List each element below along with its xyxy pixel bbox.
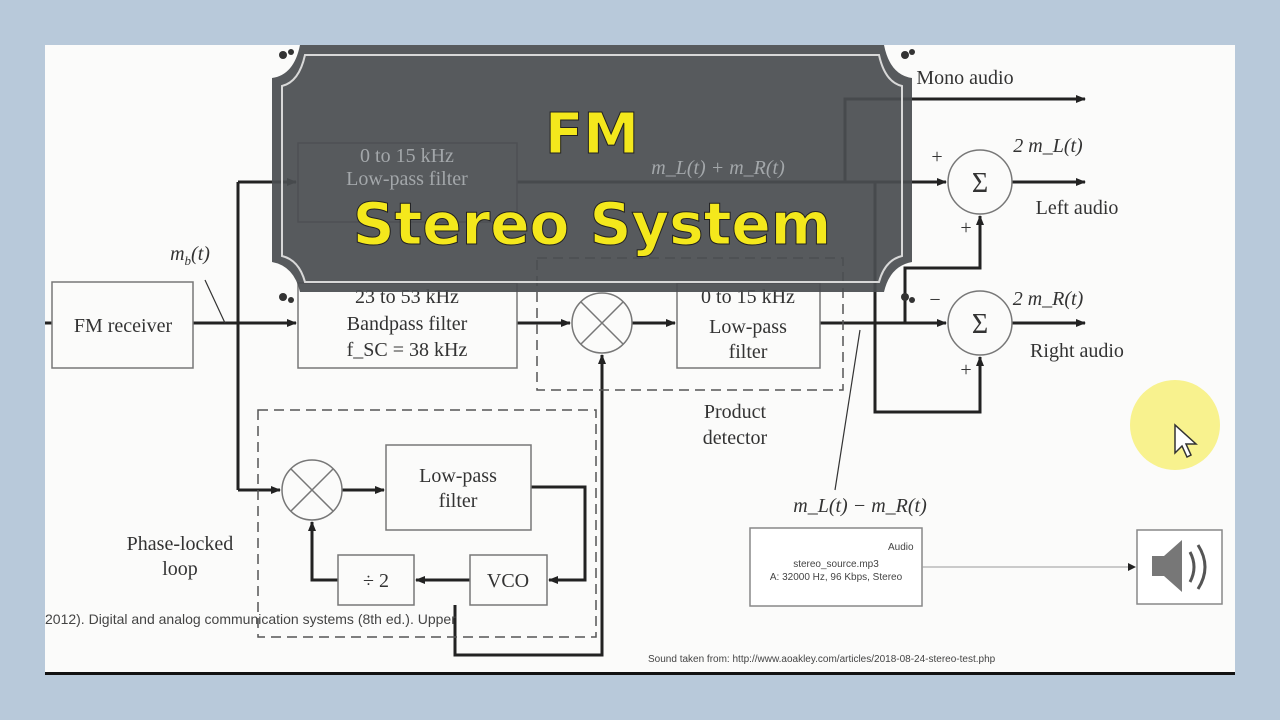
lpf-mid-label-2: filter [729, 341, 768, 363]
bandpass-fsc: f_SC = 38 kHz [347, 339, 468, 361]
bandpass-block [297, 282, 518, 369]
lpf-top-label: 0 to 15 kHz [360, 145, 454, 167]
divider-label: ÷ 2 [363, 570, 389, 592]
sum-signal-label: m_L(t) + m_R(t) [651, 157, 785, 179]
input-signal-label: mb(t) [170, 243, 210, 268]
source-info: A: 32000 Hz, 96 Kbps, Stereo [770, 572, 903, 583]
divider-block [337, 554, 415, 606]
speaker-block[interactable] [1136, 529, 1223, 605]
title-line-1: FM [545, 102, 639, 167]
product-detector-label: Product [704, 401, 767, 423]
plus-sign: + [931, 146, 942, 168]
lpf-top-label-2: Low-pass filter [346, 168, 468, 190]
source-port-label: Audio [888, 542, 914, 553]
bandpass-label: Bandpass filter [347, 313, 468, 335]
mono-audio-label: Mono audio [916, 67, 1013, 89]
right-audio-label: Right audio [1030, 340, 1124, 362]
diff-signal-label: m_L(t) − m_R(t) [793, 495, 927, 517]
lpf-mid-label: Low-pass [709, 316, 787, 338]
cursor-icon [1174, 423, 1198, 459]
left-audio-label: Left audio [1036, 197, 1119, 219]
source-name: stereo_source.mp3 [793, 559, 879, 570]
pll-label: Phase-locked [127, 533, 234, 555]
title-line-2: Stereo System [353, 190, 831, 258]
sum-right-icon [947, 290, 1013, 356]
speaker-icon [1152, 540, 1207, 592]
vco-label: VCO [487, 570, 529, 592]
citation-text: 2012). Digital and analog communication … [45, 611, 456, 627]
sigma-left: Σ [972, 168, 988, 199]
sum-left-icon [947, 149, 1013, 215]
vco-block [469, 554, 548, 606]
pll-box [257, 409, 597, 638]
fm-receiver-block [51, 281, 194, 369]
lpf-mid-block [676, 282, 821, 369]
plus-sign: + [960, 359, 971, 381]
corner-ornament-icon [279, 49, 915, 303]
pll-label-2: loop [162, 558, 198, 580]
fm-receiver-label: FM receiver [74, 315, 173, 337]
pll-lpf-block [385, 444, 532, 531]
sigma-right: Σ [972, 309, 988, 340]
left-out-label: 2 m_L(t) [1013, 135, 1083, 157]
minus-sign: − [929, 289, 940, 311]
sound-credit: Sound taken from: http://www.aoakley.com… [648, 654, 996, 665]
pll-lpf-label: Low-pass [419, 465, 497, 487]
pll-lpf-label-2: filter [439, 490, 478, 512]
product-detector-label-2: detector [703, 427, 768, 449]
plus-sign: + [960, 217, 971, 239]
title-panel: 0 to 15 kHz Low-pass filter m_L(t) + m_R… [272, 45, 915, 303]
right-out-label: 2 m_R(t) [1013, 288, 1084, 310]
